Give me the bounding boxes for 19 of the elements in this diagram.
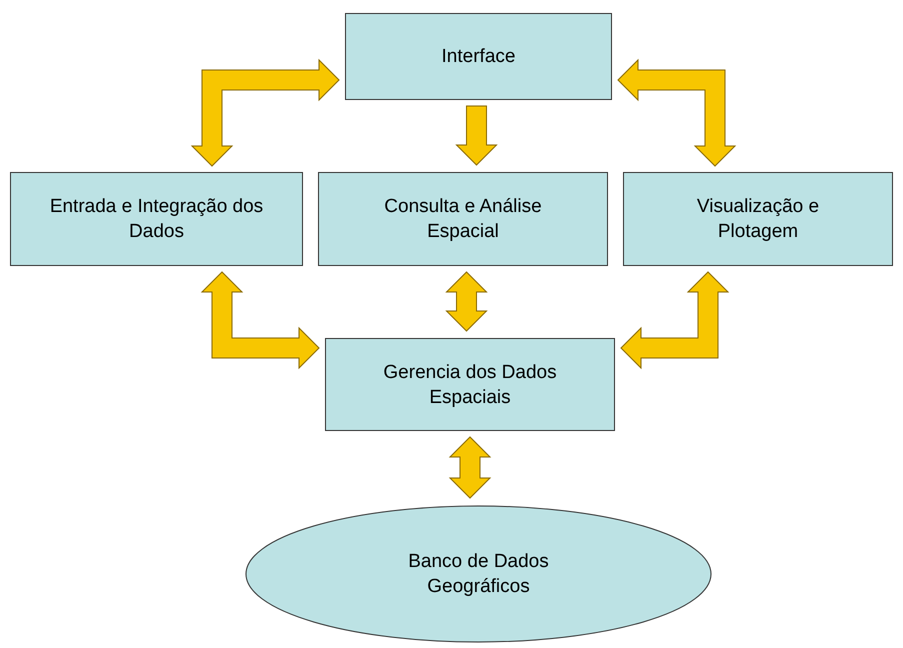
node-label: Consulta e Análise Espacial xyxy=(383,195,543,244)
process-box xyxy=(325,338,615,431)
process-box xyxy=(623,172,893,266)
process-box xyxy=(318,172,608,266)
node-label: Gerencia dos Dados Espaciais xyxy=(382,360,558,410)
block-arrow xyxy=(617,58,736,167)
block-arrow xyxy=(445,271,488,332)
process-box xyxy=(10,172,303,266)
block-arrow xyxy=(190,58,340,167)
block-arrow xyxy=(448,436,492,499)
node-label: Interface xyxy=(440,45,516,69)
block-arrow xyxy=(455,106,498,166)
node-label: Entrada e Integração dos Dados xyxy=(49,195,264,244)
node-label: Banco de Dados Geográficos xyxy=(407,550,550,599)
database-ellipse xyxy=(245,505,712,643)
block-arrow xyxy=(620,271,730,370)
node-label: Visualização e Plotagem xyxy=(696,195,820,244)
process-box xyxy=(345,13,612,100)
block-arrow xyxy=(200,271,320,370)
